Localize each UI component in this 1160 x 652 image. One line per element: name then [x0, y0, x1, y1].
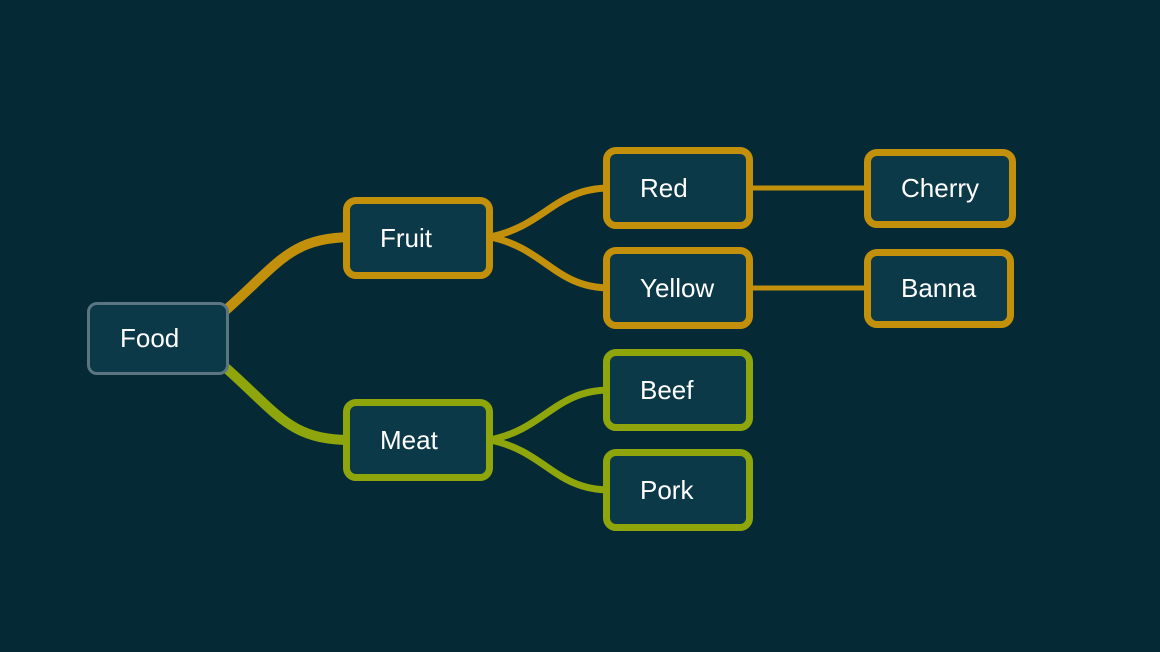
node-meat[interactable]: Meat — [343, 399, 493, 481]
edge-food-fruit — [221, 232, 357, 315]
node-beef[interactable]: Beef — [603, 349, 753, 431]
node-cherry[interactable]: Cherry — [864, 149, 1016, 228]
node-banna-label: Banna — [901, 273, 977, 303]
edge-fruit-yellow — [486, 233, 614, 292]
node-food-label: Food — [120, 323, 180, 353]
node-fruit-label: Fruit — [380, 222, 432, 253]
node-pork-label: Pork — [640, 474, 694, 505]
node-banna[interactable]: Banna — [864, 249, 1014, 328]
edge-fruit-red — [486, 184, 614, 241]
edge-meat-pork — [486, 436, 614, 494]
node-red-label: Red — [640, 172, 688, 203]
node-pork[interactable]: Pork — [603, 449, 753, 531]
node-beef-label: Beef — [640, 374, 694, 405]
node-yellow-label: Yellow — [640, 272, 715, 303]
node-cherry-label: Cherry — [901, 173, 980, 203]
node-yellow[interactable]: Yellow — [603, 247, 753, 329]
edge-meat-beef — [486, 386, 614, 444]
edge-food-meat — [221, 363, 357, 445]
node-meat-label: Meat — [380, 424, 438, 455]
node-fruit[interactable]: Fruit — [343, 197, 493, 279]
node-red[interactable]: Red — [603, 147, 753, 229]
node-food[interactable]: Food — [87, 302, 229, 375]
